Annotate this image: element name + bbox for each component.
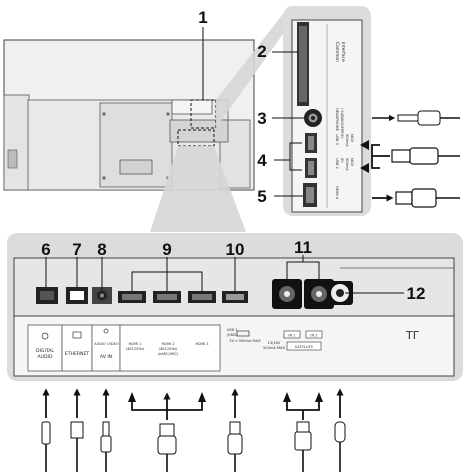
callout-2: 2 <box>257 42 266 61</box>
callout-numbers: 1 2 3 4 5 6 7 8 9 10 11 12 <box>41 8 425 303</box>
usb2-volt: 5V <box>340 158 344 163</box>
side-leader-lines <box>272 51 304 197</box>
callout-6: 6 <box>41 240 50 259</box>
usb2-max: MAX <box>350 158 354 167</box>
usb-cable-side <box>360 140 460 173</box>
headphone-label-2: / SUBWOOFER <box>340 108 344 134</box>
hdmi2-arc: (eARC/ARC) <box>158 352 179 356</box>
callout-7: 7 <box>72 240 81 259</box>
callout-5: 5 <box>257 187 266 206</box>
side-terminal-panel: Common Interface HEADPHONE / SUBWOOFER U… <box>283 6 371 216</box>
hdmi4-label: HDMI 4 <box>335 186 339 200</box>
tv-rear-view <box>3 39 255 191</box>
usb1-label: USB 1 <box>227 328 238 332</box>
ci-label-2: Interface <box>340 42 346 62</box>
callout-4: 4 <box>257 151 267 170</box>
usb3-current: 900mA <box>345 134 349 147</box>
digital-audio-label: DIGITAL <box>36 348 54 354</box>
callout-8: 8 <box>97 240 106 259</box>
optical-icon <box>41 332 49 340</box>
usb-port-icon <box>236 330 250 337</box>
usb3-max: MAX <box>350 134 354 143</box>
hdmi1-label: HDMI 1 <box>128 342 141 346</box>
callout-9: 9 <box>162 240 171 259</box>
antenna-icon: ΤΓ <box>405 329 420 342</box>
ci-label: Common <box>334 42 340 62</box>
sat-in1-label: IN 1 <box>288 334 295 338</box>
callout-3: 3 <box>257 109 266 128</box>
usb1-current: 5V ═ 900mA MAX <box>229 339 261 343</box>
av-in-label: AV IN <box>100 354 112 360</box>
satellite-label: SATELLITE <box>295 345 314 349</box>
hdmi-cable-side <box>372 188 460 208</box>
callout-11: 11 <box>294 238 312 257</box>
av-icon <box>103 328 109 334</box>
audio-label: AUDIO <box>94 342 106 346</box>
sat-current: 500mA MAX <box>263 346 286 350</box>
callout-10: 10 <box>226 240 245 259</box>
headphone-cable <box>372 110 460 126</box>
bottom-cables <box>41 388 346 472</box>
callout-1: 1 <box>198 8 207 27</box>
sat-in2-label: IN 2 <box>310 334 317 338</box>
ethernet-label: ETHERNET <box>65 351 90 357</box>
hdmi3-label: HDMI 3 <box>195 342 208 346</box>
sat-voltage: 13/18V <box>268 341 281 345</box>
callout-12: 12 <box>407 284 426 303</box>
video-label: VIDEO <box>107 342 119 346</box>
usb3-volt: 5V <box>340 134 344 139</box>
usb3-label: USB 3 <box>335 134 339 145</box>
ethernet-icon <box>72 331 82 339</box>
hdmi1-note: (4K120Hz) <box>126 347 145 351</box>
bottom-terminal-panel: ✕ ΤΓ <box>7 233 463 381</box>
zoom-bottom-panel <box>150 146 246 232</box>
hdmi2-note: (4K120Hz) <box>159 347 178 351</box>
usb2-label: USB 2 <box>335 158 339 169</box>
usb2-current: 500mA <box>345 158 349 171</box>
bottom-leader-lines <box>45 255 404 294</box>
usb1-hdd: (HDD) <box>226 333 238 337</box>
headphone-label: HEADPHONE <box>335 108 339 132</box>
digital-audio-label-2: AUDIO <box>37 354 52 360</box>
hdmi2-label: HDMI 2 <box>161 342 174 346</box>
zoom-side-panel <box>216 10 300 128</box>
